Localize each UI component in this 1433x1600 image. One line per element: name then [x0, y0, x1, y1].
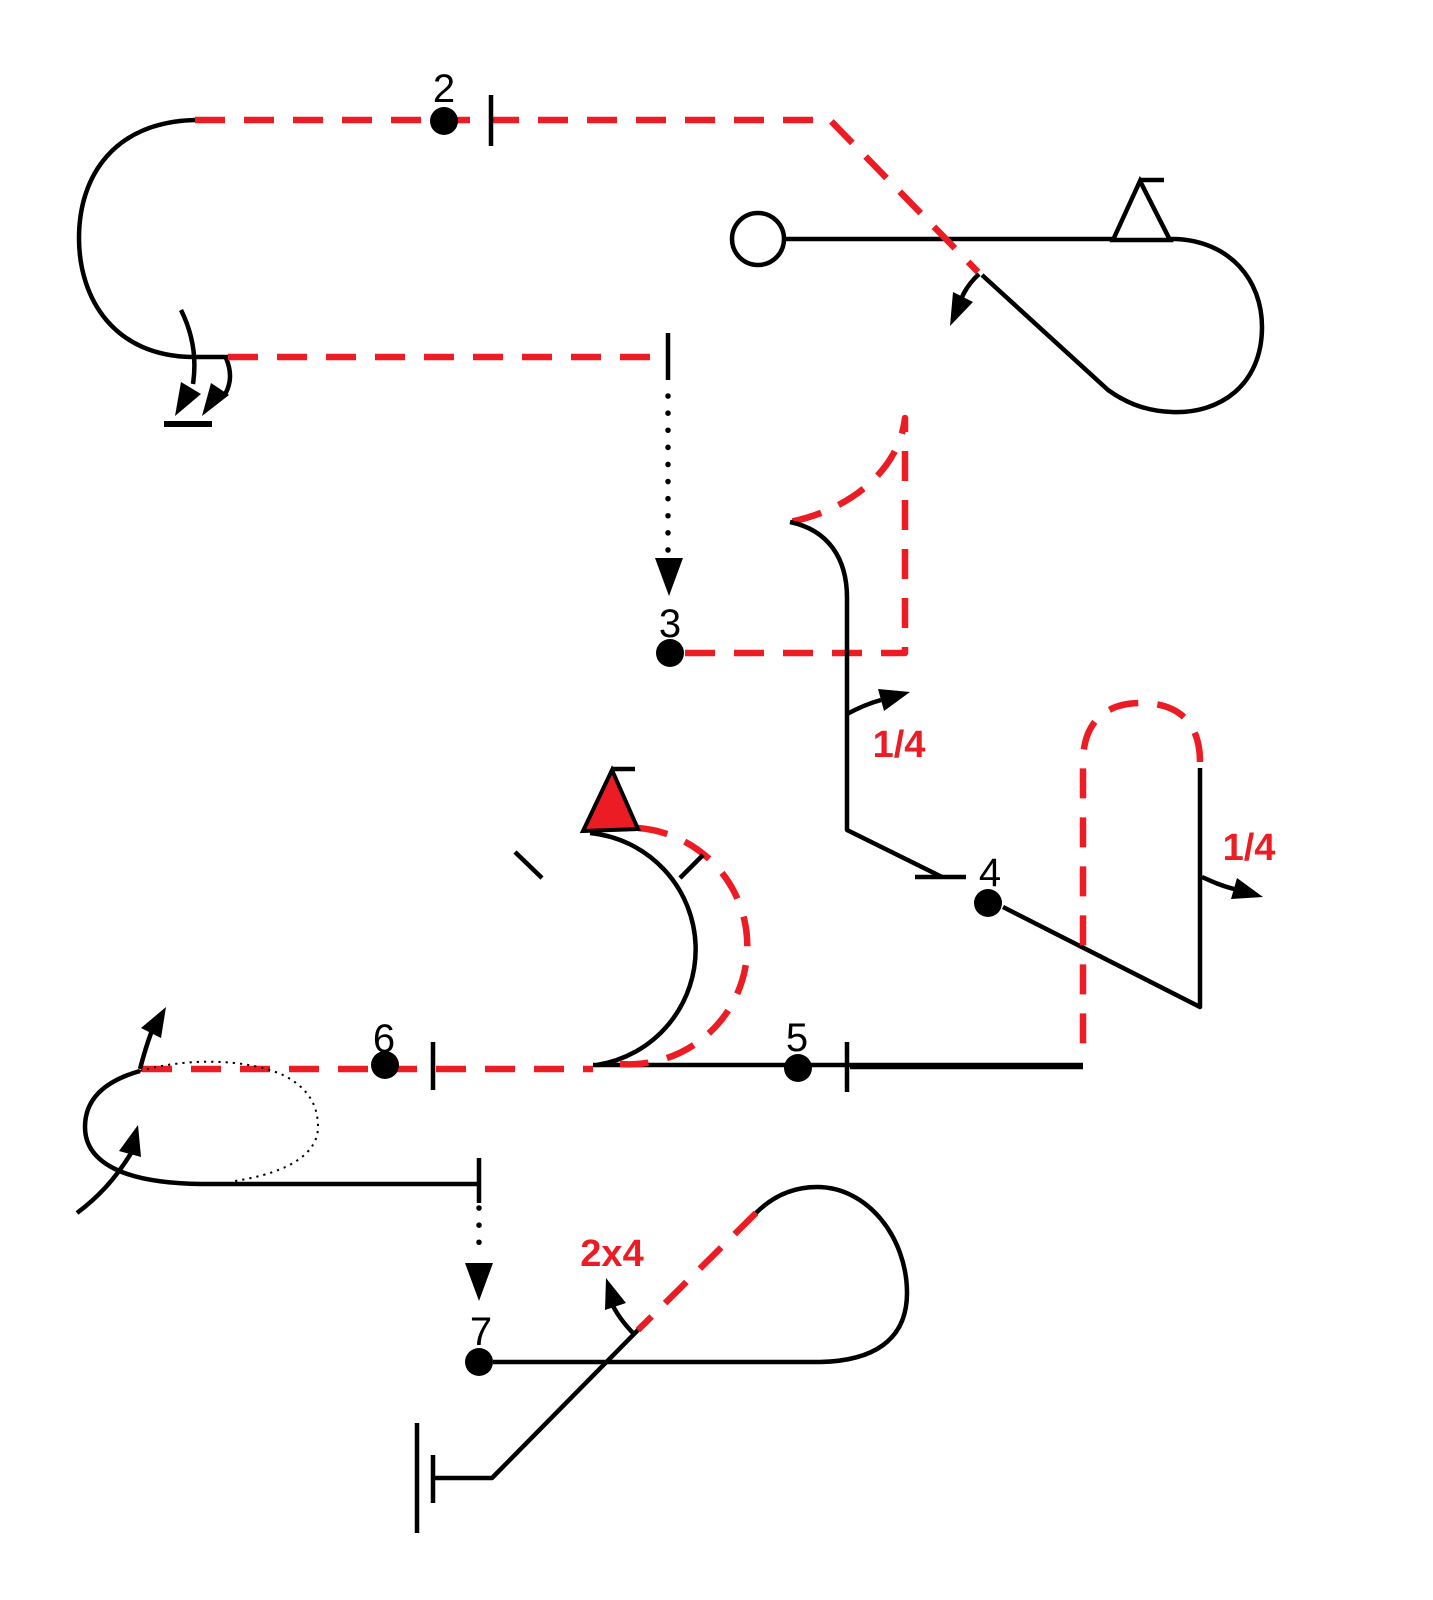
figure-6-marker: 6 [371, 1017, 436, 1090]
spin-triangle-red-icon [579, 765, 642, 834]
figure-2-label: 2 [433, 67, 455, 111]
figure-7-teardrop: 7 2x4 [414, 1184, 910, 1533]
figure-3-quarter-roll-arrow-arc [845, 697, 882, 716]
figure-6-turn-near-arc-and-exit [82, 1068, 479, 1187]
figure-5-loop-inverted-arc [619, 824, 751, 1068]
figure-6-roll-arrow-1-head [141, 1007, 166, 1038]
figure-4-label: 4 [979, 851, 1001, 895]
figure-4-diagonal-and-up-line [1001, 768, 1203, 1010]
figure-2-marker: 2 [430, 67, 494, 146]
figure-3-quarter-roll-arrow-head [878, 689, 910, 711]
figure-2-roll-arrow-2-head [202, 383, 229, 416]
inverted-line-top [195, 116, 981, 275]
figure-6-rolling-turn [75, 1007, 482, 1215]
figure-4-arch-inverted-path [1079, 699, 1204, 1058]
figure-4-quarter-roll-label: 1/4 [1223, 827, 1276, 869]
figure-2-roll-arrow-1-head [175, 382, 201, 416]
figure-2-start-dot [430, 107, 458, 135]
figure-2-loop-path [76, 117, 228, 360]
figure-6-start-dot [371, 1051, 399, 1079]
connector-down-arrow-head-2 [465, 1263, 493, 1301]
connector-down-arrow-head [655, 558, 683, 596]
figure-5-loop-upright-arc [589, 830, 698, 1068]
figure-5-loop-tick-left [513, 850, 544, 880]
figure-7-start-dot [465, 1348, 493, 1376]
figure-3-start-dot [656, 639, 684, 667]
figure-7-label: 7 [470, 1310, 492, 1354]
figure-3-quarter-roll-label: 1/4 [873, 724, 926, 766]
figure-5-start-dot [784, 1054, 812, 1082]
figure-4-quarter-roll-arrow-head [1231, 878, 1263, 899]
figure-7-inverted-45-line [635, 1210, 759, 1333]
figure-4-quarter-roll-arrow-arc [1201, 874, 1235, 892]
figure-6-label: 6 [373, 1017, 395, 1061]
figure-5-loop-tick-right [678, 853, 705, 880]
figure-5-label: 5 [786, 1016, 808, 1060]
figure-7-entry-and-loop-path [493, 1184, 910, 1365]
figure-1-path [784, 236, 1265, 415]
figure-7-roll-arrow-head [605, 1278, 626, 1310]
connector-2-to-3 [655, 393, 683, 596]
figure-4-start-dot [974, 889, 1002, 917]
sequence-start-circle [729, 210, 787, 268]
figure-3-hammerhead: 3 1/4 [656, 414, 966, 880]
figure-2-half-loop [76, 117, 671, 427]
figure-3-inverted-climb-path [685, 414, 909, 657]
figure-3-down-line-path [789, 519, 943, 880]
connector-6-to-7 [465, 1205, 493, 1301]
figure-1-roll-arrow-head [950, 292, 973, 326]
figure-6-turn-far-arc-dotted [139, 1060, 320, 1182]
figure-5-loop: 5 [513, 765, 1083, 1092]
figure-6-roll-arrow-2-arc [75, 1148, 135, 1215]
figure-3-label: 3 [659, 602, 681, 646]
figure-7-roll-label: 2x4 [580, 1233, 643, 1275]
figure-2-roll-arrow-2-arc [222, 357, 233, 398]
figure-1-teardrop [729, 175, 1265, 415]
figure-6-roll-arrow-2-head [119, 1125, 141, 1157]
figure-2-roll-arrow-1-arc [178, 308, 197, 385]
snap-triangle-icon [1109, 175, 1174, 243]
figure-7-upright-45-and-exit [433, 1328, 640, 1481]
